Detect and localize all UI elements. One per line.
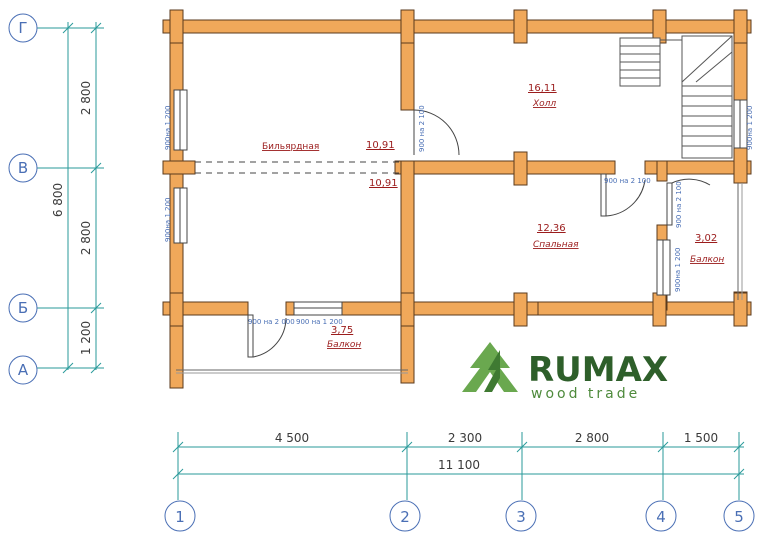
label-win-left-top: 900на 1 200 <box>164 106 172 151</box>
room-name-balcony-right: Балкон <box>690 255 724 265</box>
window-left-top <box>173 89 188 151</box>
axis-bubble-1: 1 <box>164 500 196 532</box>
vertical-dim-segment-3: 1 200 <box>79 321 93 355</box>
room-name-balcony-bottom: Балкон <box>327 340 361 350</box>
window-bottom <box>293 301 343 316</box>
axis-label-v: В <box>18 159 28 177</box>
label-win-balcony-bottom: 900 на 1 200 <box>296 318 343 326</box>
wall-right-mid <box>733 147 748 184</box>
door-bedroom <box>600 173 646 217</box>
door-hall <box>413 109 460 156</box>
horizontal-dim-total: 11 100 <box>438 458 480 472</box>
wall-row-b-jamb <box>285 301 295 316</box>
log-end-bottom-5 <box>733 292 748 327</box>
room-name-billiard: Бильярдная <box>262 142 319 152</box>
wall-row-b-left <box>162 301 249 316</box>
wall-row-v-mid <box>394 160 616 175</box>
axis-label-2: 2 <box>400 508 410 526</box>
log-end-top-2 <box>400 9 415 44</box>
logo-subtitle: wood trade <box>531 386 640 402</box>
axis-bubble-g: Г <box>8 13 38 43</box>
walls <box>162 9 752 389</box>
rumax-logo: RUMAX wood trade <box>462 342 668 402</box>
balcony-bottom-edge <box>176 369 408 374</box>
log-end-bottom-4 <box>652 292 667 327</box>
axis-label-a: А <box>18 361 29 379</box>
axis-bubble-5: 5 <box>723 500 755 532</box>
log-end-bottom-2 <box>400 292 415 327</box>
room-name-hall: Холл <box>532 99 556 109</box>
axis-label-1: 1 <box>175 508 185 526</box>
horizontal-dim-segment-3: 2 800 <box>575 431 609 445</box>
room-area-billiard: 10,91 <box>366 140 395 151</box>
vertical-dim-total: 6 800 <box>51 183 65 217</box>
room-name-bedroom: Спальная <box>533 240 579 250</box>
vertical-dim-segment-2: 2 800 <box>79 221 93 255</box>
log-end-top-5 <box>733 9 748 44</box>
room-area-balcony-bottom: 3,75 <box>331 325 353 336</box>
axis-label-g: Г <box>18 19 27 37</box>
logo-title: RUMAX <box>528 350 668 390</box>
axis-bubble-3: 3 <box>505 500 537 532</box>
door-balcony <box>666 178 711 226</box>
label-win-right: 900на 1 200 <box>746 106 754 151</box>
room-area-billiard-2: 10,91 <box>369 178 398 189</box>
balcony-right-edge <box>737 183 743 300</box>
vertical-dimensions <box>36 22 104 374</box>
wall-row-b-mid <box>341 301 543 316</box>
dashed-opening <box>195 161 400 174</box>
axis-bubble-b: Б <box>8 293 38 323</box>
axis-bubble-4: 4 <box>645 500 677 532</box>
door-balcony-bottom <box>247 314 287 358</box>
axis-label-b: Б <box>18 299 28 317</box>
horizontal-dimensions <box>172 432 745 500</box>
axis-label-3: 3 <box>516 508 526 526</box>
wall-row-v-left <box>162 160 196 175</box>
axis-label-4: 4 <box>656 508 666 526</box>
room-area-hall: 16,11 <box>528 83 557 94</box>
log-end-bottom-3 <box>513 292 528 327</box>
wall-row-v-right <box>644 160 752 175</box>
log-end-top-1 <box>169 9 184 44</box>
axis-label-5: 5 <box>734 508 744 526</box>
wall-axis2-bottom <box>400 160 415 384</box>
axis-bubble-v: В <box>8 153 38 183</box>
log-end-top-3 <box>513 9 528 44</box>
vertical-dim-segment-1: 2 800 <box>79 81 93 115</box>
wall-top <box>162 19 752 34</box>
window-balcony <box>656 239 671 296</box>
window-left-bottom <box>173 187 188 244</box>
horizontal-dim-segment-2: 2 300 <box>448 431 482 445</box>
label-door-balcony-bottom: 900 на 2 000 <box>248 318 295 326</box>
wall-row-b-right <box>537 301 752 316</box>
window-right <box>733 99 748 149</box>
room-area-bedroom: 12,36 <box>537 223 566 234</box>
label-door-hall: 900 на 2 100 <box>418 105 426 152</box>
horizontal-dim-segment-1: 4 500 <box>275 431 309 445</box>
axis-bubble-2: 2 <box>389 500 421 532</box>
label-win-balcony: 900на 1 200 <box>674 248 682 293</box>
staircase <box>619 35 733 159</box>
axis-bubble-a: А <box>8 355 38 385</box>
wall-axis4-top <box>656 160 668 182</box>
room-area-balcony-right: 3,02 <box>695 233 717 244</box>
horizontal-dim-segment-4: 1 500 <box>684 431 718 445</box>
label-win-left-bottom: 900на 1 200 <box>164 198 172 243</box>
log-end-mid-3 <box>513 151 528 186</box>
label-door-balcony: 900 на 2 100 <box>675 181 683 228</box>
tree-logo-icon <box>462 342 518 392</box>
log-end-bottom-1 <box>169 292 184 327</box>
label-door-bedroom: 900 на 2 100 <box>604 177 651 185</box>
